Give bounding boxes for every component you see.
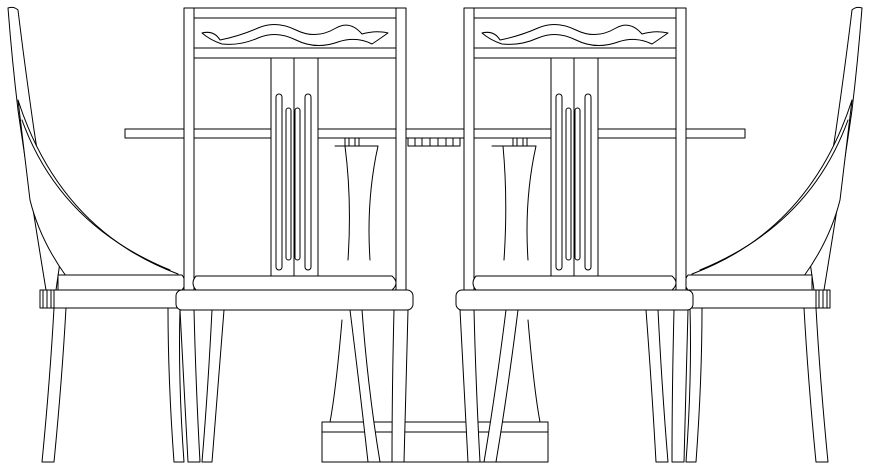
front-chair-left-seat-cushion	[192, 275, 397, 291]
table-pedestal-lower-right	[461, 319, 541, 423]
front-chair-left-splat-bars	[275, 93, 312, 271]
side-chair-right	[677, 6, 863, 463]
front-chair-left-post-left	[183, 7, 195, 291]
table-pedestal-left	[334, 145, 379, 261]
front-chair-left-leg-2	[201, 309, 225, 463]
side-chair-left	[7, 6, 193, 463]
side-chair-right-front-leg	[685, 307, 703, 463]
front-chair-left-leg-4	[391, 309, 409, 463]
table-base-plinth	[321, 421, 549, 463]
front-chair-right-splat-bars	[555, 93, 592, 271]
front-chair-left-leg-3	[349, 309, 381, 463]
front-chair-left-crest-rail	[193, 7, 397, 59]
side-chair-left-front-leg	[167, 307, 185, 463]
front-chair-left	[175, 7, 414, 463]
side-chair-right-seat-cushion	[684, 274, 813, 291]
table-apron-connectors	[344, 137, 528, 147]
front-chair-right	[455, 7, 694, 463]
dining-table	[124, 128, 746, 463]
front-chair-right-post-right	[675, 7, 687, 291]
front-chair-right-leg-2	[483, 309, 519, 463]
side-chair-left-seat-frame	[41, 289, 193, 309]
front-chair-right-seat-frame	[455, 289, 694, 311]
front-chair-right-crest-carving	[481, 24, 669, 46]
front-chair-left-post-right	[395, 7, 407, 291]
front-chair-left-leg-1	[179, 309, 201, 463]
table-pedestal-right	[491, 145, 537, 261]
front-chair-right-crest-rail	[473, 7, 677, 59]
front-chair-right-seat-cushion	[472, 275, 677, 291]
front-chair-right-leg-4	[671, 309, 689, 463]
table-pedestal-lower-left	[329, 319, 409, 423]
side-chair-right-seat-frame	[677, 289, 829, 309]
front-chair-right-leg-3	[645, 309, 669, 463]
side-chair-left-seat-cushion	[57, 274, 186, 291]
table-top	[124, 128, 746, 139]
side-chair-right-back-leg	[803, 307, 829, 463]
front-chair-left-crest-carving	[201, 24, 389, 46]
front-chair-right-post-left	[463, 7, 475, 291]
front-chair-left-seat-frame	[175, 289, 414, 311]
side-chair-left-back-leg	[41, 307, 67, 463]
front-chair-right-leg-1	[459, 309, 481, 463]
